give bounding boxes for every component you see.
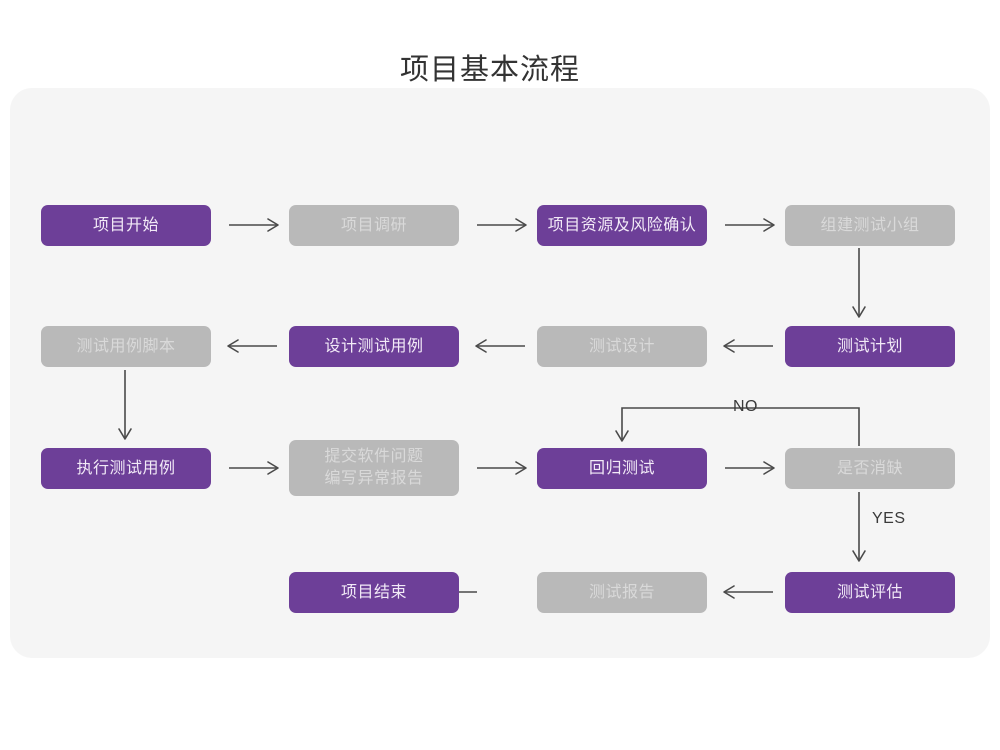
node-test-plan[interactable]: 测试计划 — [785, 326, 955, 367]
arrow-n13-n14 — [723, 585, 773, 599]
node-project-research[interactable]: 项目调研 — [289, 205, 459, 246]
arrow-n6-n7 — [475, 339, 525, 353]
node-project-end[interactable]: 项目结束 — [289, 572, 459, 613]
node-label: 执行测试用例 — [76, 459, 176, 477]
arrow-n8-n9 — [118, 370, 132, 440]
arrow-n5-n6 — [723, 339, 773, 353]
arrow-n4-n5 — [852, 248, 866, 318]
node-defects-cleared[interactable]: 是否消缺 — [785, 448, 955, 489]
node-regression-test[interactable]: 回归测试 — [537, 448, 707, 489]
arrow-n1-n2 — [229, 218, 279, 232]
node-label: 项目调研 — [340, 216, 407, 234]
arrow-n9-n10 — [229, 461, 279, 475]
node-label: 测试设计 — [588, 337, 655, 355]
node-project-start[interactable]: 项目开始 — [41, 205, 211, 246]
edge-label-yes: YES — [872, 510, 906, 527]
node-label: 测试报告 — [588, 583, 655, 601]
node-label: 测试用例脚本 — [76, 337, 176, 355]
arrow-yes — [852, 492, 866, 562]
node-test-case-script[interactable]: 测试用例脚本 — [41, 326, 211, 367]
arrow-n7-n8 — [227, 339, 277, 353]
node-label: 项目资源及风险确认 — [547, 216, 697, 234]
arrow-n10-n11 — [477, 461, 527, 475]
node-resource-risk-confirm[interactable]: 项目资源及风险确认 — [537, 205, 707, 246]
arrow-n3-n4 — [725, 218, 775, 232]
node-test-report[interactable]: 测试报告 — [537, 572, 707, 613]
node-label-line2: 编写异常报告 — [324, 470, 424, 487]
node-test-evaluation[interactable]: 测试评估 — [785, 572, 955, 613]
node-design-test-cases[interactable]: 设计测试用例 — [289, 326, 459, 367]
node-label: 是否消缺 — [836, 459, 903, 477]
arrow-n2-n3 — [477, 218, 527, 232]
node-label: 组建测试小组 — [820, 216, 920, 234]
node-submit-issues-report[interactable]: 提交软件问题 编写异常报告 — [289, 440, 459, 496]
node-label: 设计测试用例 — [324, 337, 424, 355]
node-label: 项目结束 — [340, 583, 407, 601]
node-test-design[interactable]: 测试设计 — [537, 326, 707, 367]
flowchart-canvas: 项目开始 项目调研 项目资源及风险确认 组建测试小组 测试用例脚本 设计测试用例… — [10, 88, 990, 658]
node-label: 测试计划 — [836, 337, 903, 355]
node-label: 项目开始 — [92, 216, 159, 234]
edge-label-no: NO — [733, 398, 758, 415]
node-label: 回归测试 — [588, 459, 655, 477]
arrow-n11-n12 — [725, 461, 775, 475]
node-label-line1: 提交软件问题 — [324, 448, 424, 466]
node-label: 测试评估 — [836, 583, 903, 601]
node-execute-test-cases[interactable]: 执行测试用例 — [41, 448, 211, 489]
node-build-test-team[interactable]: 组建测试小组 — [785, 205, 955, 246]
page-title: 项目基本流程 — [399, 54, 580, 86]
